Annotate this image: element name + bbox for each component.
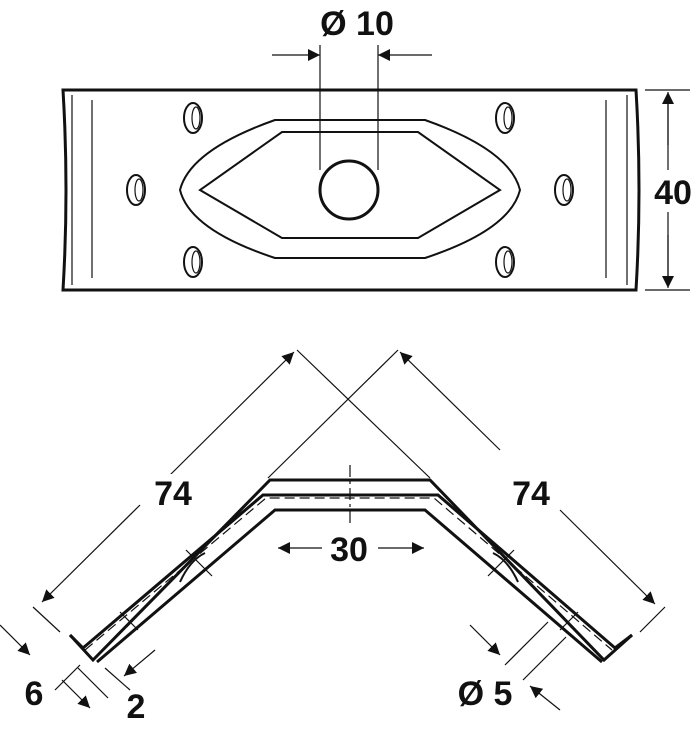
center-hole [318,159,380,221]
right-leg-label: 74 [512,475,550,513]
left-leg-label: 74 [154,475,192,513]
bracket-inner-profile [68,493,633,651]
embossed-rib-inner [198,131,502,239]
dimension-small-hole: Ø 5 [458,621,567,713]
dimension-hole-diameter: Ø 10 [272,5,432,170]
top-view: Ø 10 40 [61,5,694,292]
dimension-flange: 6 [0,624,81,713]
small-hole-label: Ø 5 [458,675,513,713]
hole-diameter-label: Ø 10 [320,5,394,43]
plate-outline [61,88,641,292]
height-label: 40 [654,174,692,212]
dimension-base-width: 30 [278,531,424,569]
side-view: 74 74 30 6 [0,349,666,726]
dimension-left-leg: 74 [32,349,431,633]
dimension-right-leg: 74 [267,349,666,633]
hole-projections [119,549,579,631]
dimension-height: 40 [645,89,694,291]
bracket-outer-profile [68,478,633,663]
thickness-label: 2 [127,688,146,726]
embossed-rib-outer [178,119,522,259]
flange-label: 6 [25,675,44,713]
mounting-slots [126,102,574,278]
dimension-thickness: 2 [61,649,156,726]
base-width-label: 30 [330,531,368,569]
